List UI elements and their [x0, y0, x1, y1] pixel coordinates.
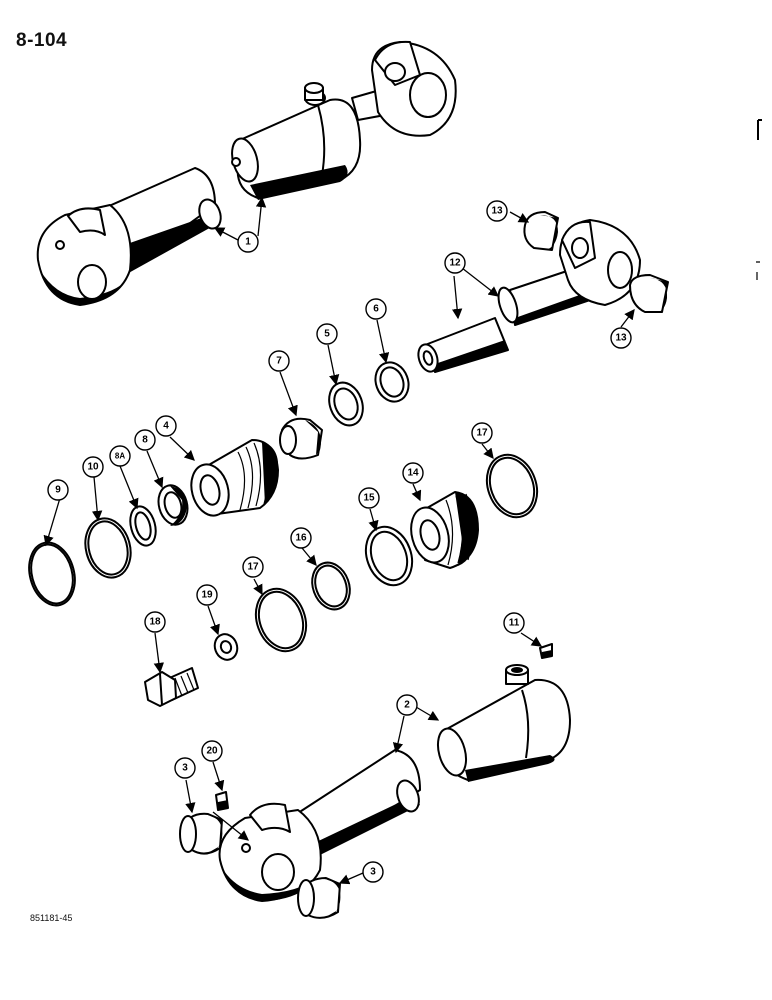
svg-text:7: 7: [276, 356, 282, 367]
callout-2: 2: [396, 694, 418, 716]
bushing-3-lower: [297, 877, 341, 919]
svg-text:1: 1: [245, 237, 251, 248]
svg-text:8A: 8A: [115, 452, 125, 461]
leader-lines: [43, 196, 635, 885]
svg-text:3: 3: [370, 867, 376, 878]
ring-15: [364, 525, 414, 587]
svg-text:6: 6: [373, 304, 379, 315]
rod-tube: [417, 317, 509, 373]
svg-text:18: 18: [149, 617, 161, 628]
callout-8a: 8A: [109, 445, 131, 467]
callout-1: 1: [237, 231, 259, 253]
gland-4: [190, 439, 279, 517]
ring-9: [28, 541, 76, 607]
svg-text:14: 14: [407, 468, 419, 479]
svg-text:15: 15: [363, 493, 375, 504]
callout-18: 18: [144, 611, 166, 633]
callout-12: 12: [444, 252, 466, 274]
bushing-3-upper: [179, 812, 223, 855]
bushing-rod-lower: [629, 274, 669, 313]
svg-text:17: 17: [476, 428, 488, 439]
ring-17-lower: [254, 587, 308, 653]
callout-4: 4: [155, 415, 177, 437]
svg-text:2: 2: [404, 700, 410, 711]
page-number: 8-104: [16, 30, 68, 51]
assembled-rod-eye: [351, 40, 457, 137]
callout-14: 14: [402, 462, 424, 484]
svg-text:16: 16: [295, 533, 307, 544]
svg-text:4: 4: [163, 421, 169, 432]
rod-eye: [497, 219, 641, 326]
ring-17-upper: [485, 453, 539, 519]
margin-marks: [756, 119, 762, 280]
callout-9: 9: [47, 479, 69, 501]
barrel-2-head: [436, 664, 571, 782]
piston-14: [410, 491, 479, 569]
ring-10: [84, 517, 132, 579]
svg-text:12: 12: [449, 258, 461, 269]
svg-text:19: 19: [201, 590, 213, 601]
figure-code: 851181-45: [30, 913, 73, 923]
svg-text:11: 11: [509, 618, 520, 629]
callout-17: 17: [242, 556, 264, 578]
seal-8: [157, 484, 189, 526]
svg-text:13: 13: [491, 206, 503, 217]
callout-19: 19: [196, 584, 218, 606]
callout-15: 15: [358, 487, 380, 509]
callout-3: 3: [362, 861, 384, 883]
svg-text:10: 10: [87, 462, 99, 473]
callout-7: 7: [268, 350, 290, 372]
svg-text:8: 8: [142, 435, 148, 446]
svg-text:13: 13: [615, 333, 627, 344]
svg-text:9: 9: [55, 485, 61, 496]
svg-text:3: 3: [182, 763, 188, 774]
washer-19: [213, 633, 239, 661]
svg-text:5: 5: [324, 329, 330, 340]
grease-fitting-11: [539, 643, 553, 659]
callout-20: 20: [201, 740, 223, 762]
bolt-18: [144, 667, 199, 707]
ring-16: [311, 561, 351, 611]
ring-8a: [129, 505, 157, 547]
assembled-cylinder-barrel: [231, 82, 362, 200]
callout-5: 5: [316, 323, 338, 345]
callout-8: 8: [134, 429, 156, 451]
bushing-rod-upper: [523, 211, 559, 251]
callouts: 1 2 3 3 4 5 6 7 8 8A 9 10 11 12 13 13 14…: [47, 200, 632, 883]
bushing-7: [279, 417, 323, 460]
callout-16: 16: [290, 527, 312, 549]
grease-fitting-20: [215, 791, 229, 811]
callout-10: 10: [82, 456, 104, 478]
assembled-cylinder-base: [36, 167, 222, 306]
ring-6: [374, 361, 410, 403]
svg-text:17: 17: [247, 562, 259, 573]
callout-13: 13: [610, 327, 632, 349]
ring-5: [328, 381, 364, 427]
callout-3: 3: [174, 757, 196, 779]
svg-text:20: 20: [206, 746, 218, 757]
callout-11: 11: [503, 612, 525, 634]
callout-6: 6: [365, 298, 387, 320]
callout-17: 17: [471, 422, 493, 444]
callout-13: 13: [486, 200, 508, 222]
